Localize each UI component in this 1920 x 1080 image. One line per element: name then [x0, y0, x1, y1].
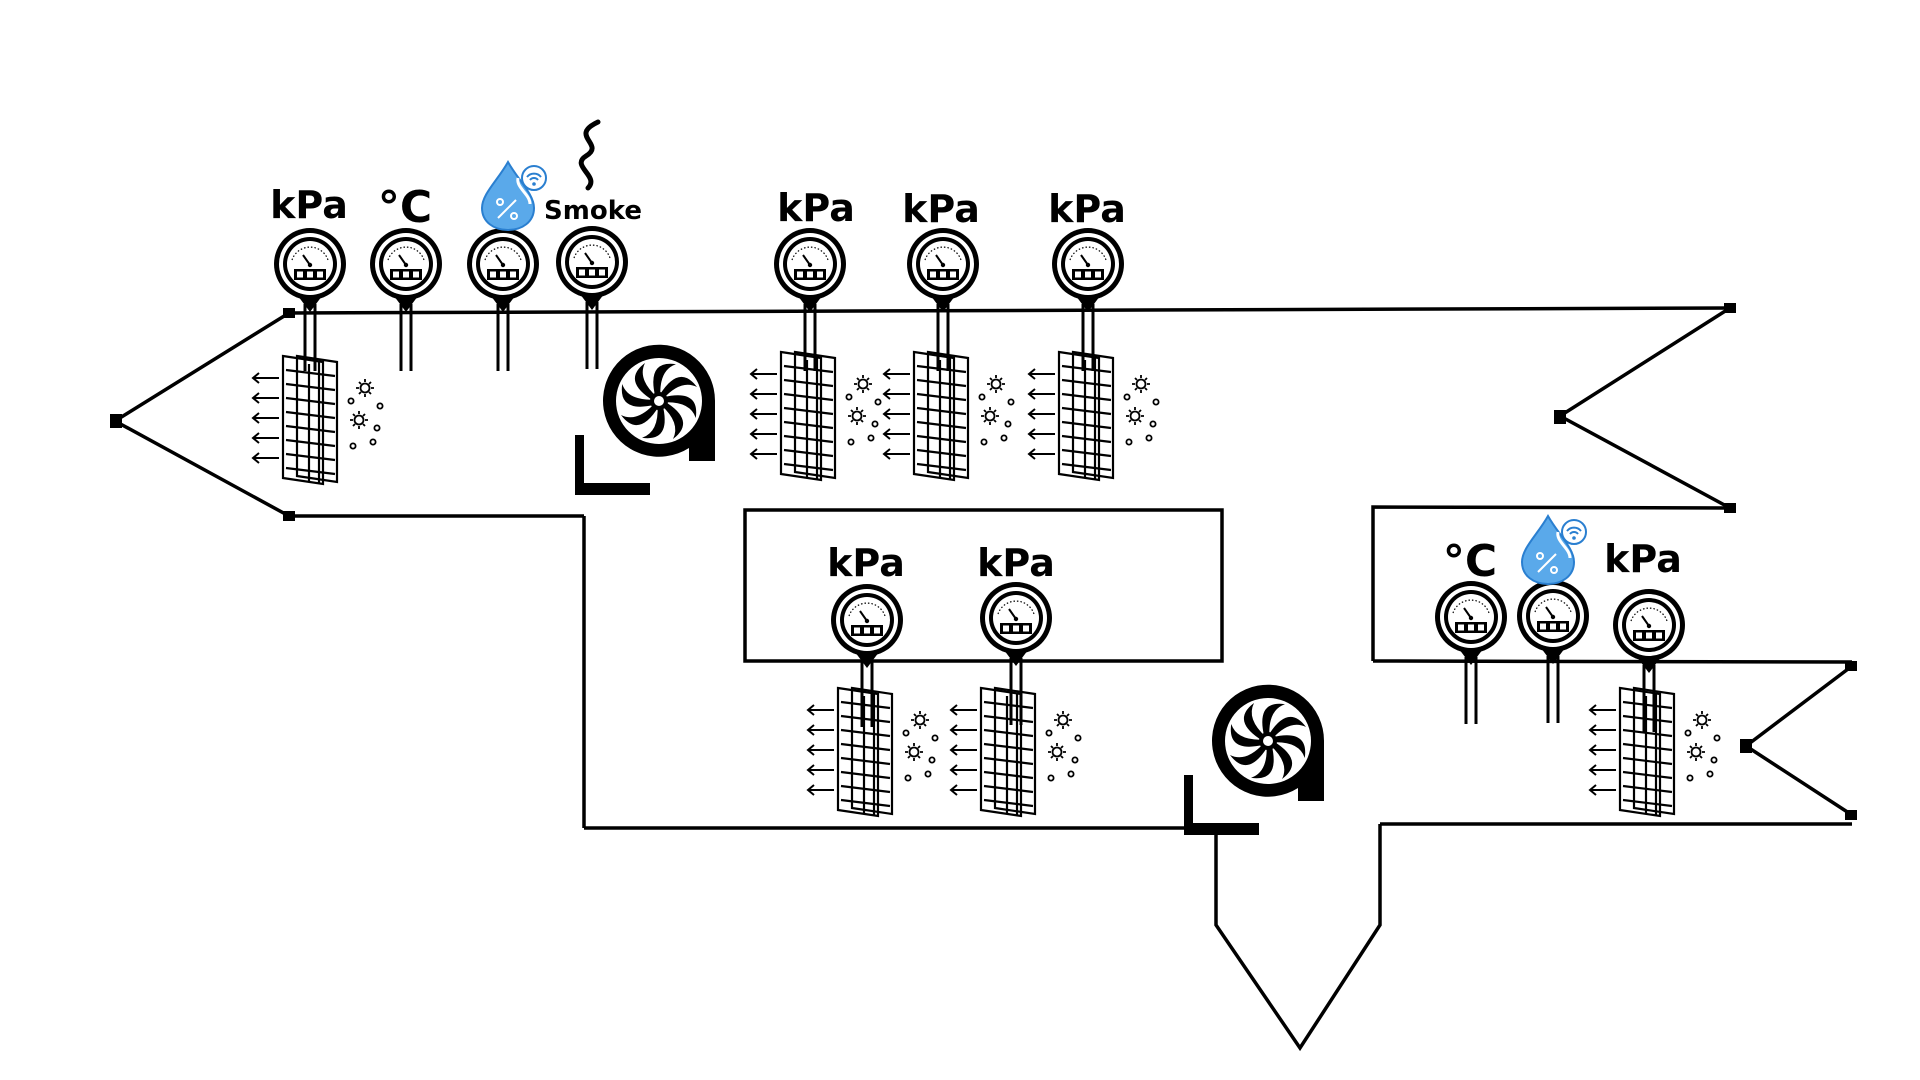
temperature-gauge-icon [1433, 579, 1509, 726]
pressure-label: kPa [902, 187, 980, 231]
pressure-label: kPa [977, 541, 1055, 585]
temperature-gauge-icon [368, 226, 444, 373]
pressure-label: kPa [827, 541, 905, 585]
filter [749, 350, 882, 482]
pressure-label: kPa [1604, 537, 1682, 581]
pressure-gauge-icon [272, 226, 348, 373]
filter [882, 350, 1015, 482]
humidity-icon [1520, 514, 1588, 586]
humidity-gauge-icon [465, 226, 541, 373]
fan-icon [1184, 684, 1325, 835]
duct-outline [111, 306, 1854, 1052]
humidity-gauge-icon [1515, 578, 1591, 725]
pressure-label: kPa [1048, 187, 1126, 231]
duct-joints [110, 303, 1857, 820]
filter [949, 686, 1082, 818]
pressure-label: kPa [777, 186, 855, 230]
smoke-icon [581, 122, 598, 188]
smoke-gauge-icon [554, 224, 630, 371]
filter [1027, 350, 1160, 482]
pressure-gauge-icon [905, 226, 981, 373]
filter [251, 354, 384, 486]
humidity-icon [480, 160, 548, 232]
temperature-label: °C [1443, 536, 1497, 587]
pressure-gauge-icon [772, 226, 848, 373]
smoke-label: Smoke [544, 196, 642, 226]
pressure-gauge-icon [1050, 226, 1126, 373]
pressure-label: kPa [270, 183, 348, 227]
temperature-label: °C [378, 182, 432, 233]
